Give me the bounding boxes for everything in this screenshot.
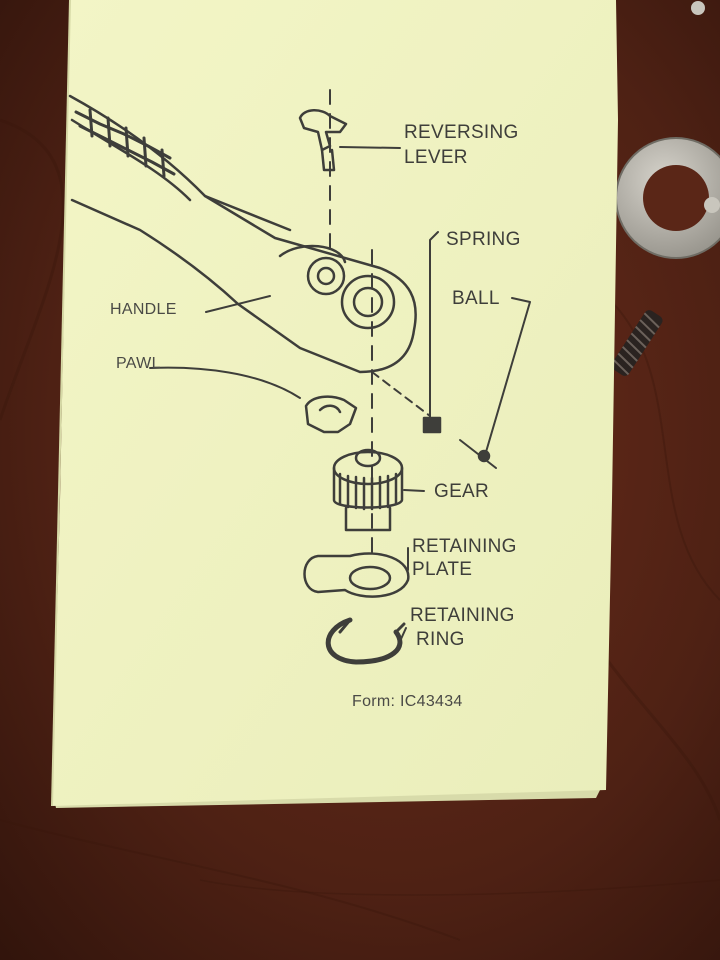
label-spring: SPRING (446, 229, 521, 250)
label-retaining-plate-line1: RETAINING (412, 536, 517, 557)
label-retaining-ring-line2: RING (416, 629, 465, 650)
label-pawl: PAWL (116, 355, 161, 372)
form-number: Form: IC43434 (352, 693, 463, 710)
label-ball: BALL (452, 288, 500, 309)
label-handle: HANDLE (110, 301, 177, 318)
label-reversing-lever-line2: LEVER (404, 147, 468, 168)
small-bolt-object (704, 197, 720, 213)
instruction-paper (51, 0, 618, 808)
washer-object (615, 137, 720, 259)
label-retaining-plate-line2: PLATE (412, 559, 473, 580)
label-gear: GEAR (434, 481, 490, 502)
wrench-illustration (68, 89, 531, 665)
label-retaining-ring-line1: RETAINING (410, 605, 515, 626)
small-bolt-top-object (691, 1, 705, 15)
label-reversing-lever-line1: REVERSING (404, 122, 519, 143)
spring-object (611, 310, 663, 376)
